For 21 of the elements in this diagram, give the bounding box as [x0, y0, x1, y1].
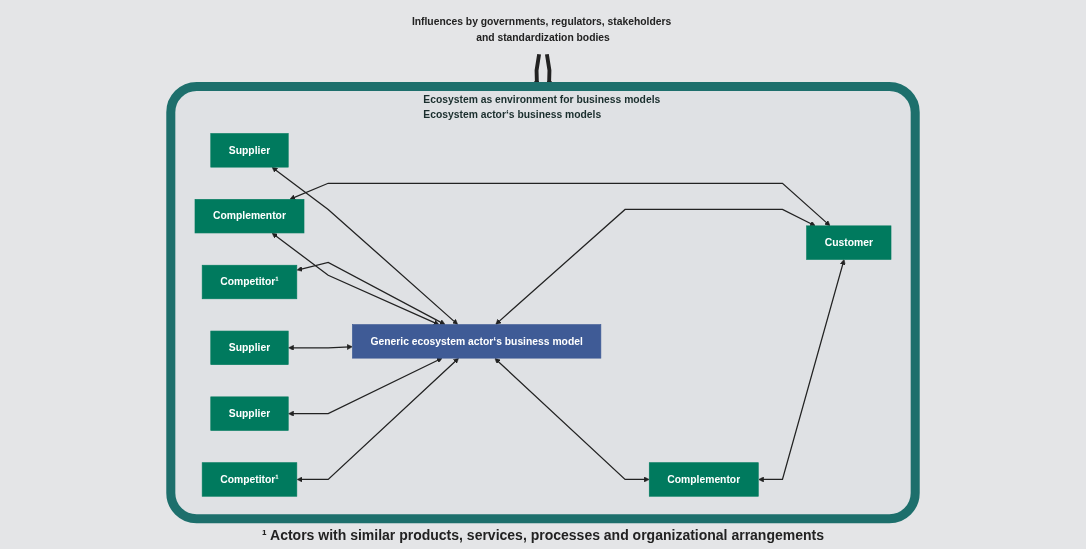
arrow	[494, 358, 650, 483]
node-box: Supplier	[210, 396, 289, 431]
node-box: Supplier	[210, 330, 289, 365]
node-box: Supplier	[210, 133, 289, 168]
arrow	[288, 357, 443, 417]
arrow	[758, 259, 846, 483]
node-box: Competitor¹	[201, 462, 298, 497]
footnote: ¹ Actors with similar products, services, processes and organizational arrangements	[262, 526, 824, 545]
node-text: Influences by governments, regulators, stakeholders and standardization bodies	[411, 16, 672, 43]
node-box: Competitor¹	[201, 264, 298, 300]
arrow	[271, 232, 440, 326]
node-box: Generic ecosystem actor‘s business model	[352, 324, 602, 359]
arrow	[495, 208, 816, 325]
node-box: Customer	[806, 225, 892, 260]
arrow	[296, 357, 459, 483]
arrow	[296, 261, 446, 325]
arrow	[271, 167, 458, 325]
arrow	[289, 182, 831, 227]
node-box: Complementor	[648, 462, 759, 497]
node-box: Complementor	[194, 199, 305, 234]
arrow	[288, 344, 353, 351]
